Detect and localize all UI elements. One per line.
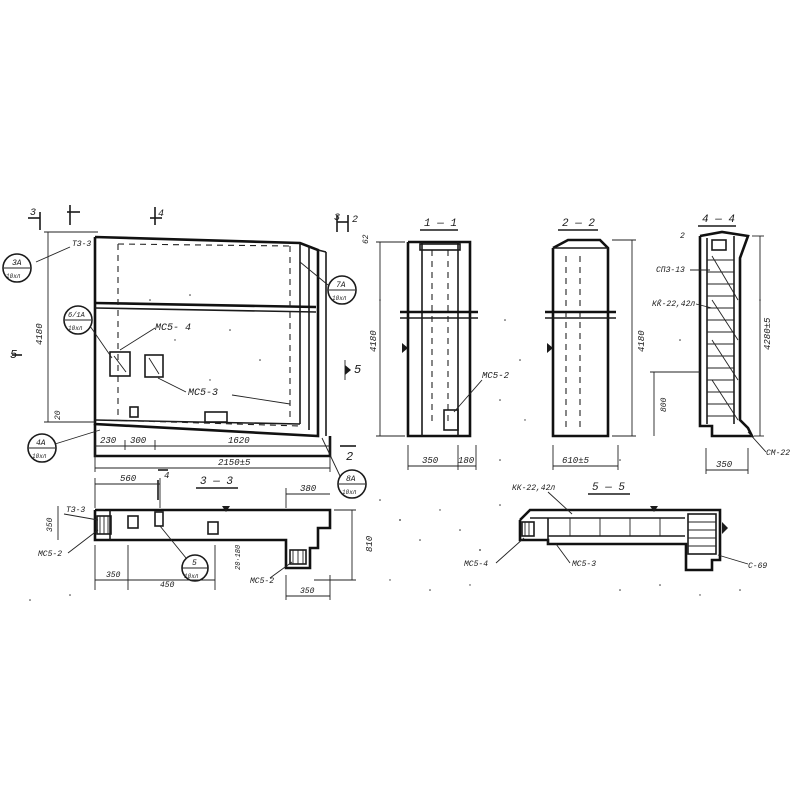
- label-mc5-3-front: МС5-3: [188, 388, 218, 399]
- svg-text:10хл: 10хл: [342, 489, 357, 496]
- section-2-2: 2 — 2 4180 610±5 800: [545, 218, 672, 470]
- svg-text:10хл: 10хл: [184, 573, 199, 580]
- cut-mark-3-right: 3: [334, 213, 340, 224]
- callout-6a: 6/1А 10хл: [63, 305, 113, 359]
- section-label-3-3: 3 — 3: [200, 476, 233, 488]
- label-crz-sec44: СПЗ-13: [656, 266, 685, 275]
- dim-front-top-small: 62: [362, 234, 371, 244]
- svg-text:8А: 8А: [346, 475, 356, 484]
- section-5-5: 5 — 5 КК-22,42л МС5-4 МС5-3 С-69: [464, 482, 767, 572]
- callout-4a: 4А 10хл: [27, 429, 101, 463]
- callout-7a: 7А 10хл: [299, 261, 357, 305]
- cut-mark-2-bottom: 2: [346, 450, 353, 464]
- cut-mark-4-plan: 4: [164, 471, 169, 481]
- cut-mark-5-right: 5: [354, 363, 361, 377]
- section-label-2-2: 2 — 2: [562, 218, 595, 230]
- svg-text:10хл: 10хл: [332, 295, 347, 302]
- label-t3-top: ТЗ-3: [72, 240, 91, 249]
- svg-text:3А: 3А: [12, 259, 22, 268]
- section-label-5-5: 5 — 5: [592, 482, 625, 494]
- label-t3-plan: ТЗ-3: [66, 506, 85, 515]
- section-1-1: 1 — 1 4180 350 180 МС5-2: [369, 218, 510, 470]
- dim-sec22-800: 800: [660, 397, 669, 412]
- dim-sec44-top: 2: [680, 232, 685, 241]
- dim-sec22-width: 610±5: [562, 456, 590, 466]
- dim-front-total: 2150±5: [218, 458, 251, 468]
- dim-sec22-height: 4180: [637, 330, 647, 352]
- section-label-4-4: 4 — 4: [702, 214, 735, 226]
- dim-sec11-height: 4180: [369, 330, 379, 352]
- dim-sec11-350: 350: [422, 456, 439, 466]
- dim-sec11-180: 180: [458, 456, 475, 466]
- svg-text:4А: 4А: [36, 439, 46, 448]
- dim-front-300: 300: [130, 436, 147, 446]
- svg-text:10хл: 10хл: [6, 273, 21, 280]
- dim-plan-350-v: 350: [46, 517, 55, 532]
- label-mc5-2-plan-right: МС5-2: [250, 577, 274, 586]
- dim-front-230: 230: [100, 436, 117, 446]
- cut-mark-5-left: 5: [10, 348, 17, 362]
- dim-front-small: 20: [54, 410, 63, 420]
- dim-plan-350-right: 350: [300, 587, 315, 596]
- callout-3a: 3А 10хл: [2, 253, 32, 283]
- dim-sec44-width: 350: [716, 460, 733, 470]
- label-mc5-4-sec55: МС5-4: [464, 560, 488, 569]
- callout-5: 5 10хл: [159, 525, 209, 582]
- label-mc5-2-plan-left: МС5-2: [38, 550, 62, 559]
- dim-front-height: 4180: [35, 323, 45, 345]
- svg-text:7А: 7А: [336, 281, 346, 290]
- label-kk-sec55: КК-22,42л: [512, 484, 555, 493]
- section-label-1-1: 1 — 1: [424, 218, 457, 230]
- dim-sec44-height: 4280±5: [763, 317, 773, 350]
- label-kk-sec44: КК-22,42л: [652, 300, 695, 309]
- cut-mark-2-top: 2: [352, 215, 358, 226]
- label-mc5-4-front: МС5- 4: [155, 323, 191, 334]
- label-cm-sec44: СМ-22: [766, 449, 790, 458]
- front-elevation: 4 3 3 2 5 2 4180 20 62 230 300 1620 2150…: [10, 205, 371, 472]
- svg-text:6/1А: 6/1А: [68, 312, 85, 320]
- callout-8a: 8А 10хл: [321, 437, 367, 499]
- scan-noise: [29, 294, 761, 601]
- section-4-4: 4 — 4 2 СПЗ-13 КК-22,42л: [652, 214, 790, 474]
- svg-text:5: 5: [192, 559, 197, 568]
- label-mc5-3-sec55: МС5-3: [572, 560, 596, 569]
- dim-plan-450: 450: [160, 581, 175, 590]
- label-mc5-2-sec11: МС5-2: [482, 371, 510, 381]
- dim-plan-350-left: 350: [106, 571, 121, 580]
- plan-3-3: 3 — 3 4 ТЗ-3 МС5-2 МС5-2 5 10хл: [38, 469, 375, 600]
- dim-plan-380: 380: [300, 484, 317, 494]
- svg-text:10хл: 10хл: [32, 453, 47, 460]
- label-c69-sec55: С-69: [748, 562, 767, 571]
- cut-mark-4-top: 4: [158, 209, 164, 220]
- dim-plan-810: 810: [365, 535, 375, 552]
- dim-front-1620: 1620: [228, 436, 250, 446]
- dim-plan-560: 560: [120, 474, 137, 484]
- svg-text:10хл: 10хл: [68, 325, 83, 332]
- dim-plan-180-v: 20·180: [235, 545, 243, 570]
- cut-mark-3-top: 3: [30, 208, 36, 219]
